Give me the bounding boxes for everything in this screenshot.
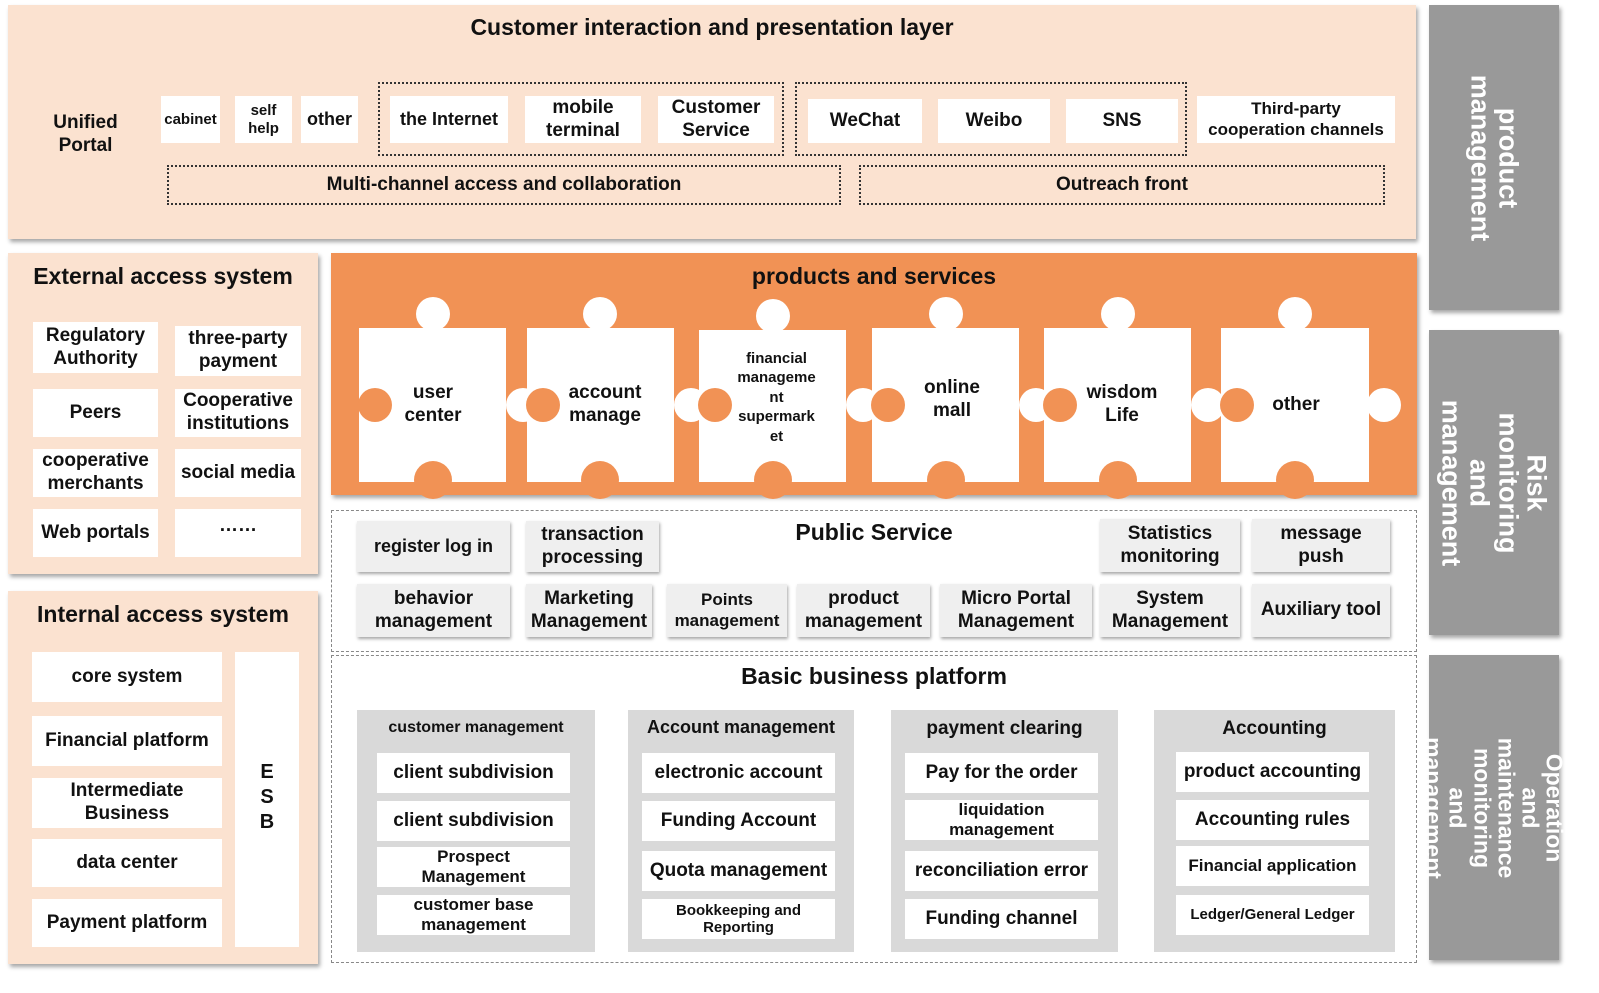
ac-ledger-general-ledger: Ledger/General Ledger <box>1176 895 1369 935</box>
ps-message-push: message push <box>1252 519 1390 572</box>
am-bookkeeping-reporting: Bookkeeping and Reporting <box>642 899 835 939</box>
social-channels-group <box>795 82 1187 156</box>
side-operation-maintenance: Operation and maintenance monitoring and… <box>1421 655 1567 960</box>
col-customer-management-title: customer management <box>388 719 564 736</box>
pc-funding-channel: Funding channel <box>905 899 1098 939</box>
pc-liquidation-management: liquidation management <box>905 800 1098 840</box>
external-ellipsis: …… <box>175 509 301 557</box>
external-access-title: External access system <box>33 263 293 289</box>
channel-wechat: WeChat <box>808 99 922 143</box>
cm-customer-base-management: customer base management <box>377 895 570 935</box>
internal-financial-platform: Financial platform <box>32 716 222 766</box>
am-electronic-account: electronic account <box>642 753 835 793</box>
external-cooperative-institutions: Cooperative institutions <box>175 389 301 437</box>
basic-business-platform-panel <box>331 655 1417 963</box>
channel-customer-service: Customer Service <box>658 96 774 143</box>
ps-marketing-management: Marketing Management <box>526 584 652 637</box>
pc-pay-for-the-order: Pay for the order <box>905 753 1098 793</box>
col-accounting-title: Accounting <box>1222 718 1327 739</box>
cm-client-subdivision-1: client subdivision <box>377 753 570 793</box>
product-account-manage: account manage <box>568 382 642 426</box>
multi-channel-access-bar <box>167 165 841 205</box>
side-operation-maintenance-label: Operation and maintenance monitoring and… <box>1420 736 1568 879</box>
ps-micro-portal-management: Micro Portal Management <box>940 584 1092 637</box>
side-product-management: product management <box>1429 5 1559 310</box>
internal-payment-platform: Payment platform <box>32 899 222 947</box>
internal-data-center: data center <box>32 839 222 887</box>
multi-channel-label: Multi-channel access and collaboration <box>326 173 682 195</box>
internet-channels-group <box>378 82 784 156</box>
side-product-management-label: product management <box>1465 74 1524 241</box>
internal-core-system: core system <box>32 652 222 702</box>
col-account-management-title: Account management <box>646 717 836 737</box>
ps-transaction-processing: transaction processing <box>526 521 659 572</box>
product-online-mall: online mall <box>924 377 980 421</box>
pc-reconciliation-error: reconciliation error <box>905 851 1098 891</box>
ps-system-management: System Management <box>1100 584 1240 637</box>
external-cooperative-merchants: cooperative merchants <box>33 449 158 497</box>
side-risk-monitoring: Risk monitoring and management <box>1429 330 1559 635</box>
outreach-front-label: Outreach front <box>1056 173 1188 195</box>
ps-points-management: Points management <box>667 584 787 637</box>
customer-layer-title: Customer interaction and presentation la… <box>470 14 954 40</box>
internal-intermediate-business: Intermediate Business <box>32 778 222 828</box>
channel-third-party: Third-party cooperation channels <box>1197 96 1395 143</box>
side-risk-monitoring-label: Risk monitoring and management <box>1436 399 1552 566</box>
ac-financial-application: Financial application <box>1176 846 1369 886</box>
outreach-front-bar <box>859 165 1385 205</box>
channel-mobile-terminal: mobile terminal <box>525 96 641 143</box>
public-service-panel <box>331 510 1417 652</box>
product-wisdom-life: wisdom Life <box>1086 382 1158 426</box>
esb-bus: E S B <box>235 652 299 947</box>
external-regulatory-authority: Regulatory Authority <box>33 322 158 373</box>
external-peers: Peers <box>33 389 158 437</box>
ps-behavior-management: behavior management <box>357 584 510 637</box>
channel-internet: the Internet <box>390 96 508 143</box>
channel-weibo: Weibo <box>938 99 1050 143</box>
am-quota-management: Quota management <box>642 851 835 891</box>
public-service-title: Public Service <box>795 519 953 545</box>
channel-self-help: self help <box>235 96 292 143</box>
external-social-media: social media <box>175 449 301 497</box>
channel-sns: SNS <box>1066 99 1178 143</box>
channel-other: other <box>301 96 358 143</box>
external-three-party-payment: three-party payment <box>175 326 301 376</box>
product-other: other <box>1272 393 1320 415</box>
external-web-portals: Web portals <box>33 509 158 557</box>
cm-prospect-management: Prospect Management <box>377 847 570 887</box>
basic-platform-title: Basic business platform <box>741 663 1007 689</box>
product-user-center: user center <box>404 382 462 426</box>
ps-auxiliary-tool: Auxiliary tool <box>1252 584 1390 637</box>
internal-access-title: Internal access system <box>37 601 289 627</box>
ps-product-management: product management <box>797 584 930 637</box>
ac-product-accounting: product accounting <box>1176 752 1369 792</box>
cm-client-subdivision-2: client subdivision <box>377 801 570 841</box>
ps-register-log-in: register log in <box>357 521 510 572</box>
product-financial-supermarket: financial manageme nt supermark et <box>737 349 816 445</box>
products-services-title: products and services <box>751 263 997 289</box>
unified-portal-label: Unified Portal <box>53 112 118 156</box>
col-payment-clearing-title: payment clearing <box>926 718 1083 739</box>
channel-cabinet: cabinet <box>161 96 220 143</box>
ps-statistics-monitoring: Statistics monitoring <box>1100 519 1240 572</box>
ac-accounting-rules: Accounting rules <box>1176 800 1369 840</box>
am-funding-account: Funding Account <box>642 801 835 841</box>
